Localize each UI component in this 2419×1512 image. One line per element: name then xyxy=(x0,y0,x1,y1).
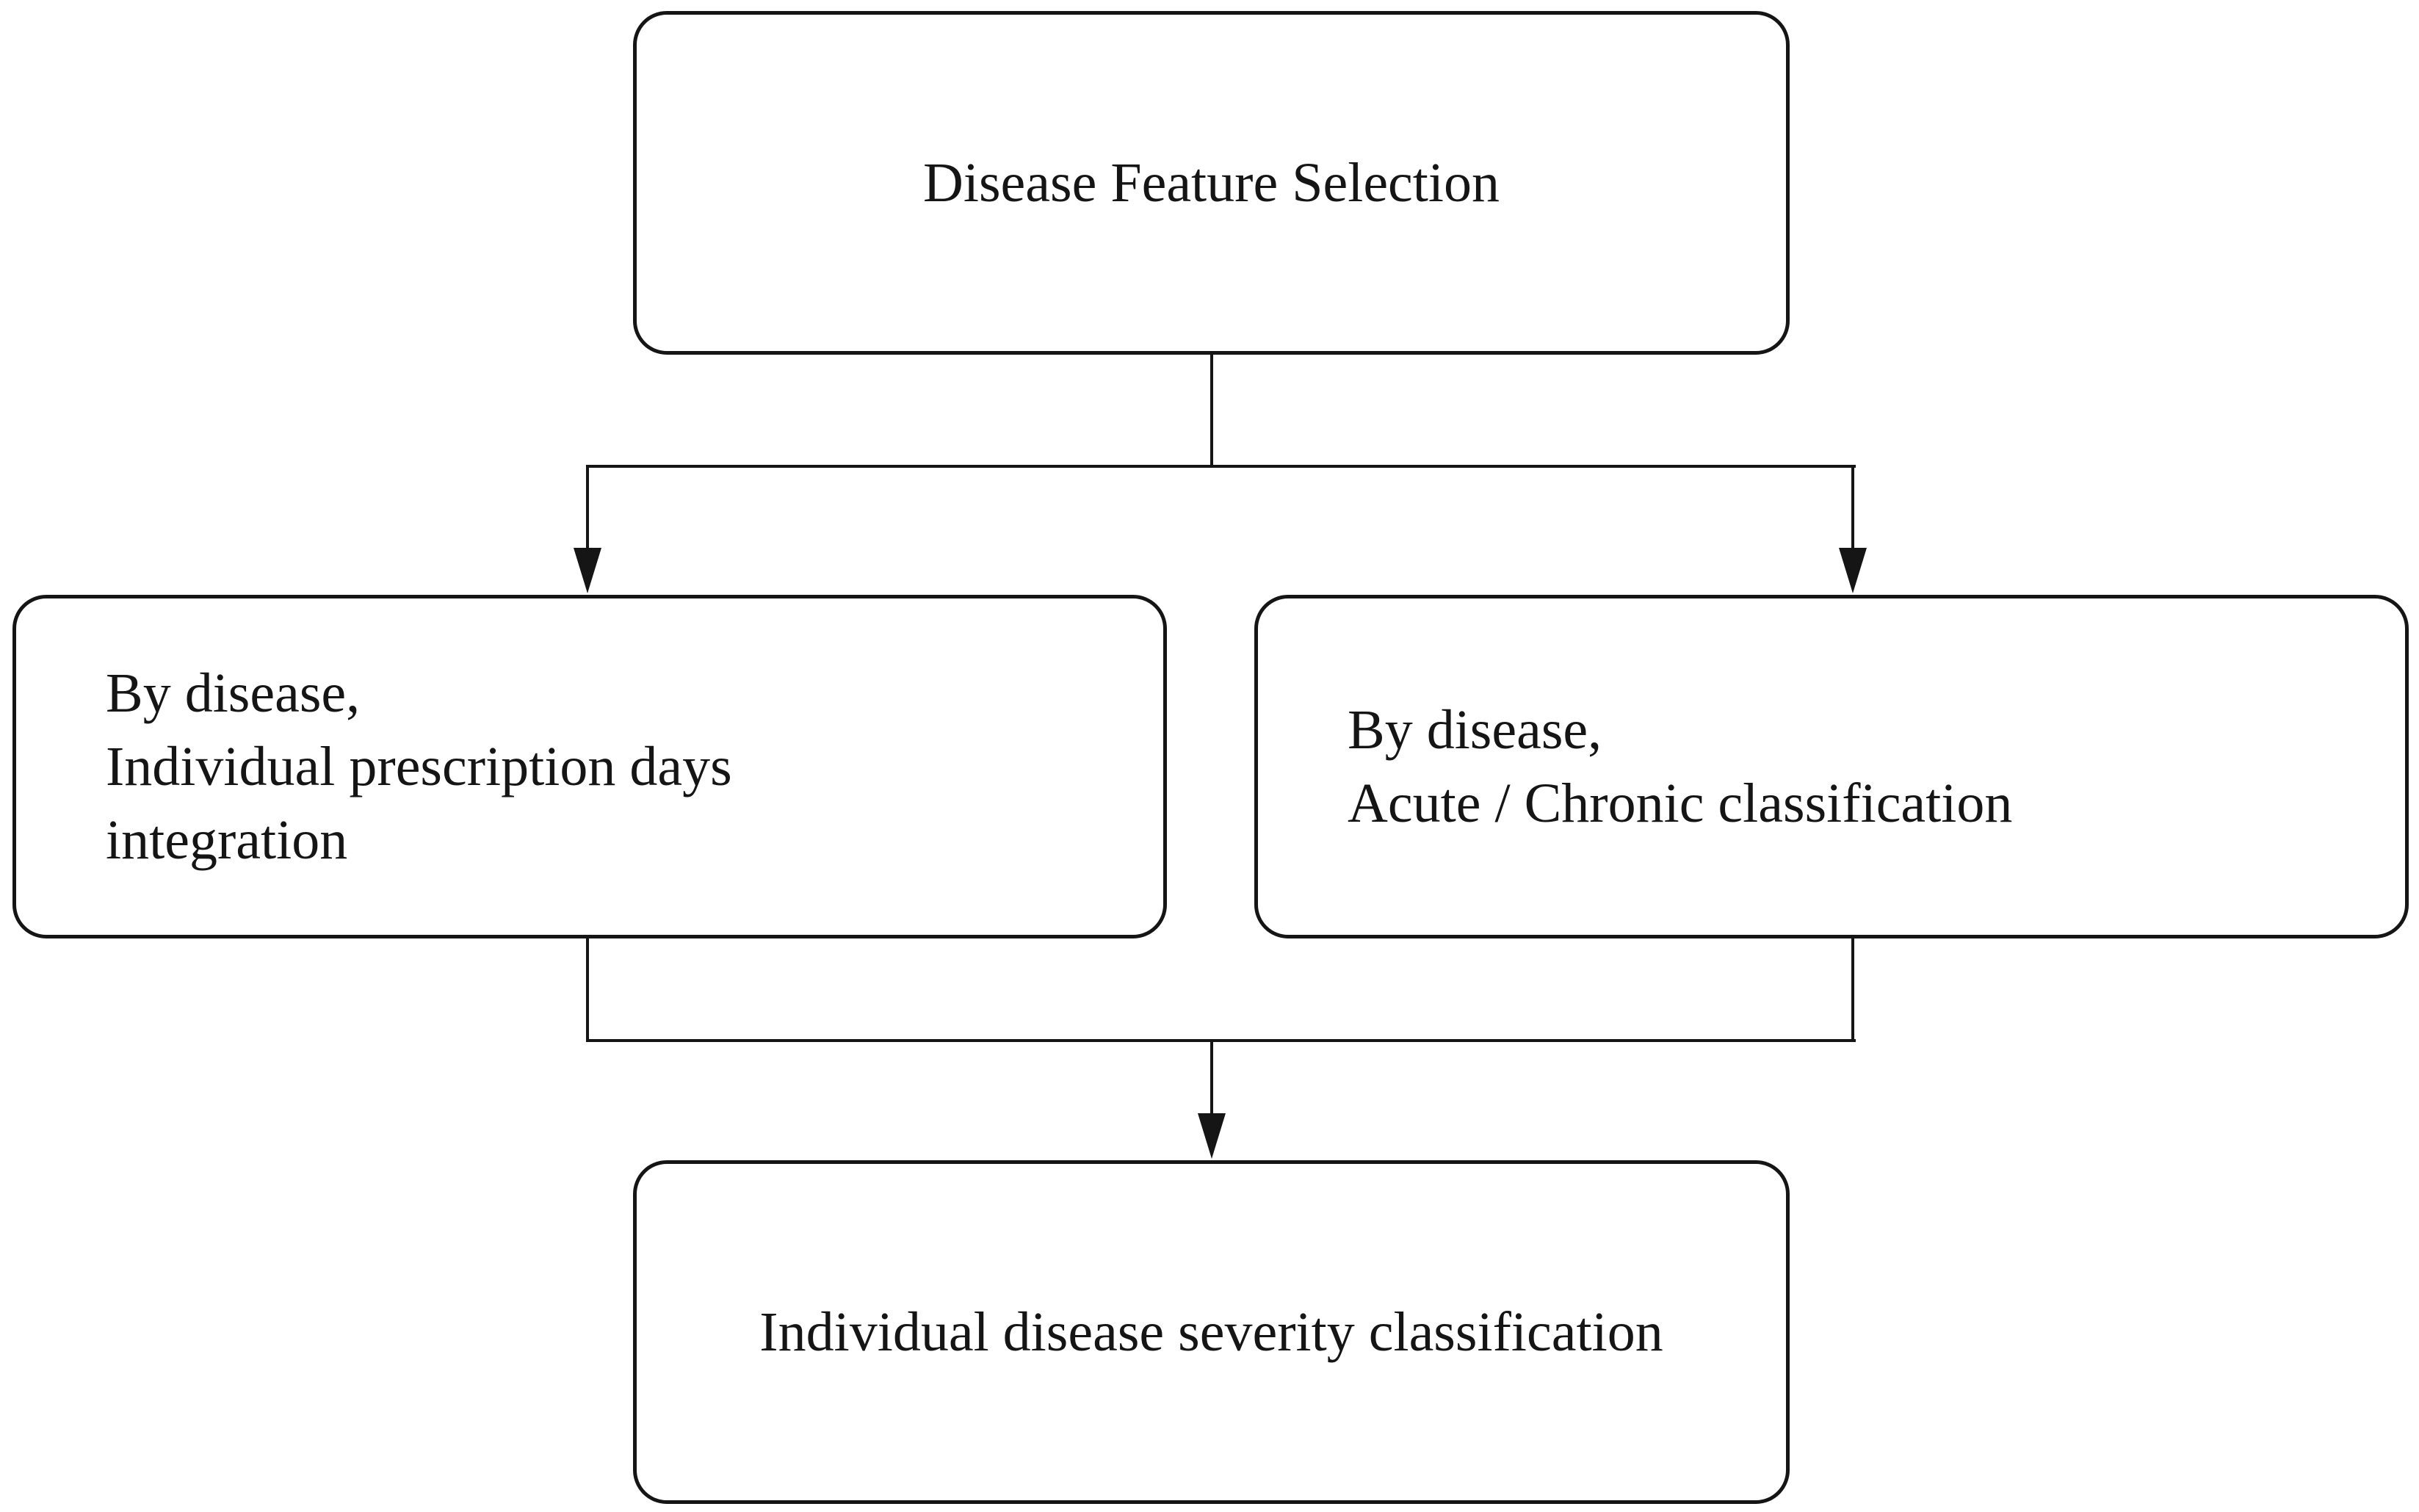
node-disease-feature-selection: Disease Feature Selection xyxy=(633,11,1790,355)
connector-merge-branch xyxy=(586,1039,1856,1042)
node-text-line: integration xyxy=(106,809,348,871)
node-severity-classification: Individual disease severity classificati… xyxy=(633,1160,1790,1504)
connector-right-drop xyxy=(1851,465,1854,553)
node-acute-chronic-classification: By disease, Acute / Chronic classificati… xyxy=(1254,595,2409,938)
arrow-down-icon xyxy=(1839,548,1867,593)
arrow-down-icon xyxy=(1198,1113,1226,1159)
node-text-line: Acute / Chronic classification xyxy=(1348,773,2013,834)
connector-left-merge xyxy=(586,938,589,1042)
connector-top-stem xyxy=(1210,355,1213,468)
node-acute-chronic-classification-label: By disease, Acute / Chronic classificati… xyxy=(1258,693,2034,840)
connector-top-branch xyxy=(586,465,1856,468)
node-prescription-days-integration: By disease, Individual prescription days… xyxy=(12,595,1167,938)
node-text-line: By disease, xyxy=(106,662,361,724)
node-text-line: By disease, xyxy=(1348,699,1602,761)
arrow-down-icon xyxy=(574,548,601,593)
node-severity-classification-label: Individual disease severity classificati… xyxy=(759,1301,1663,1363)
node-disease-feature-selection-label: Disease Feature Selection xyxy=(922,151,1500,214)
node-prescription-days-integration-label: By disease, Individual prescription days… xyxy=(16,656,754,877)
node-text-line: Individual prescription days xyxy=(106,736,732,797)
connector-bottom-stem xyxy=(1210,1039,1213,1116)
connector-right-merge xyxy=(1851,938,1854,1042)
connector-left-drop xyxy=(586,465,589,553)
